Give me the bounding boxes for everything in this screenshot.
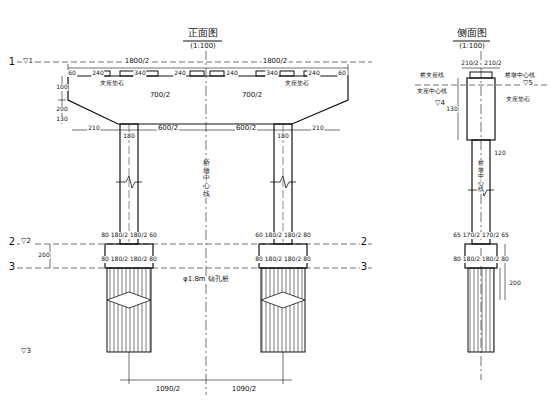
dimension-label: 120	[493, 150, 506, 157]
dimension-label: 80 180/2 180/2 80	[452, 256, 510, 263]
dimension-label: 1090/2	[155, 386, 182, 394]
section-marker: 2	[360, 236, 368, 247]
section-marker: 3	[360, 261, 368, 272]
dimension-label: ▽1	[22, 58, 34, 66]
dimension-label: 80 180/2 180/2 60	[100, 232, 158, 239]
dimension-label: ▽4	[434, 100, 446, 108]
view-title: (1:100)	[189, 43, 217, 51]
section-marker: 3	[8, 261, 16, 272]
dimension-label: 桥支座线	[419, 72, 445, 79]
section-marker: 2	[8, 236, 16, 247]
dimension-label: 600/2	[235, 125, 257, 133]
dimension-label: ▽2	[20, 238, 32, 246]
dimension-label: 支座垫石	[284, 80, 310, 87]
dimension-label: 180	[276, 133, 289, 140]
dimension-label: 1090/2	[231, 386, 258, 394]
dimension-label: 桥墩中心线	[504, 72, 536, 79]
dimension-label: 210	[311, 125, 324, 132]
dimension-label: 130	[445, 106, 458, 113]
view-title: (1:100)	[458, 43, 486, 51]
dimension-label: 1800/2	[124, 58, 151, 66]
dimension-label: 60	[337, 70, 347, 77]
dimension-label: 240	[91, 70, 104, 77]
section-marker: 1	[8, 56, 16, 67]
centerline-label: 桥墩中心线	[202, 160, 211, 198]
dimension-label: 100	[55, 84, 68, 91]
dimension-label: 240	[173, 70, 186, 77]
dimension-label: 65 170/2 170/2 65	[452, 232, 510, 239]
view-title: 正面图	[187, 27, 219, 38]
dimension-label: 200	[37, 252, 50, 259]
view-title: 侧面图	[456, 27, 488, 38]
dimension-label: 80 180/2 180/2 80	[254, 256, 312, 263]
dimension-label: 210	[87, 125, 100, 132]
dimension-label: 340	[133, 70, 146, 77]
dimension-label: 600/2	[157, 125, 179, 133]
dimension-label: φ1.8m 钻孔桩	[182, 276, 230, 284]
dimension-label: 支座垫石	[99, 80, 125, 87]
dimension-label: 200	[55, 106, 68, 113]
dimension-label: 200	[508, 280, 521, 287]
dimension-label: 1800/2	[262, 58, 289, 66]
dimension-label: 60 180/2 180/2 80	[254, 232, 312, 239]
dimension-label: 240	[225, 70, 238, 77]
dimension-label: 130	[55, 116, 68, 123]
centerline-label: 桥墩中心线	[477, 160, 485, 193]
dimension-label: 180	[122, 133, 135, 140]
dimension-label: 支座垫石	[505, 96, 531, 103]
dimension-label: 60	[67, 70, 77, 77]
dimension-label: 240	[307, 70, 320, 77]
dimension-label: 340	[265, 70, 278, 77]
dimension-label: ▽5	[522, 80, 534, 88]
dimension-label: 80 180/2 180/2 80	[100, 256, 158, 263]
dimension-label: 支座中心线	[416, 88, 448, 95]
dimension-label: 210/2	[483, 60, 502, 67]
dimension-label: 700/2	[149, 92, 171, 100]
dimension-label: ▽3	[20, 348, 32, 356]
dimension-label: 210/2	[460, 60, 479, 67]
dimension-label: 700/2	[241, 92, 263, 100]
